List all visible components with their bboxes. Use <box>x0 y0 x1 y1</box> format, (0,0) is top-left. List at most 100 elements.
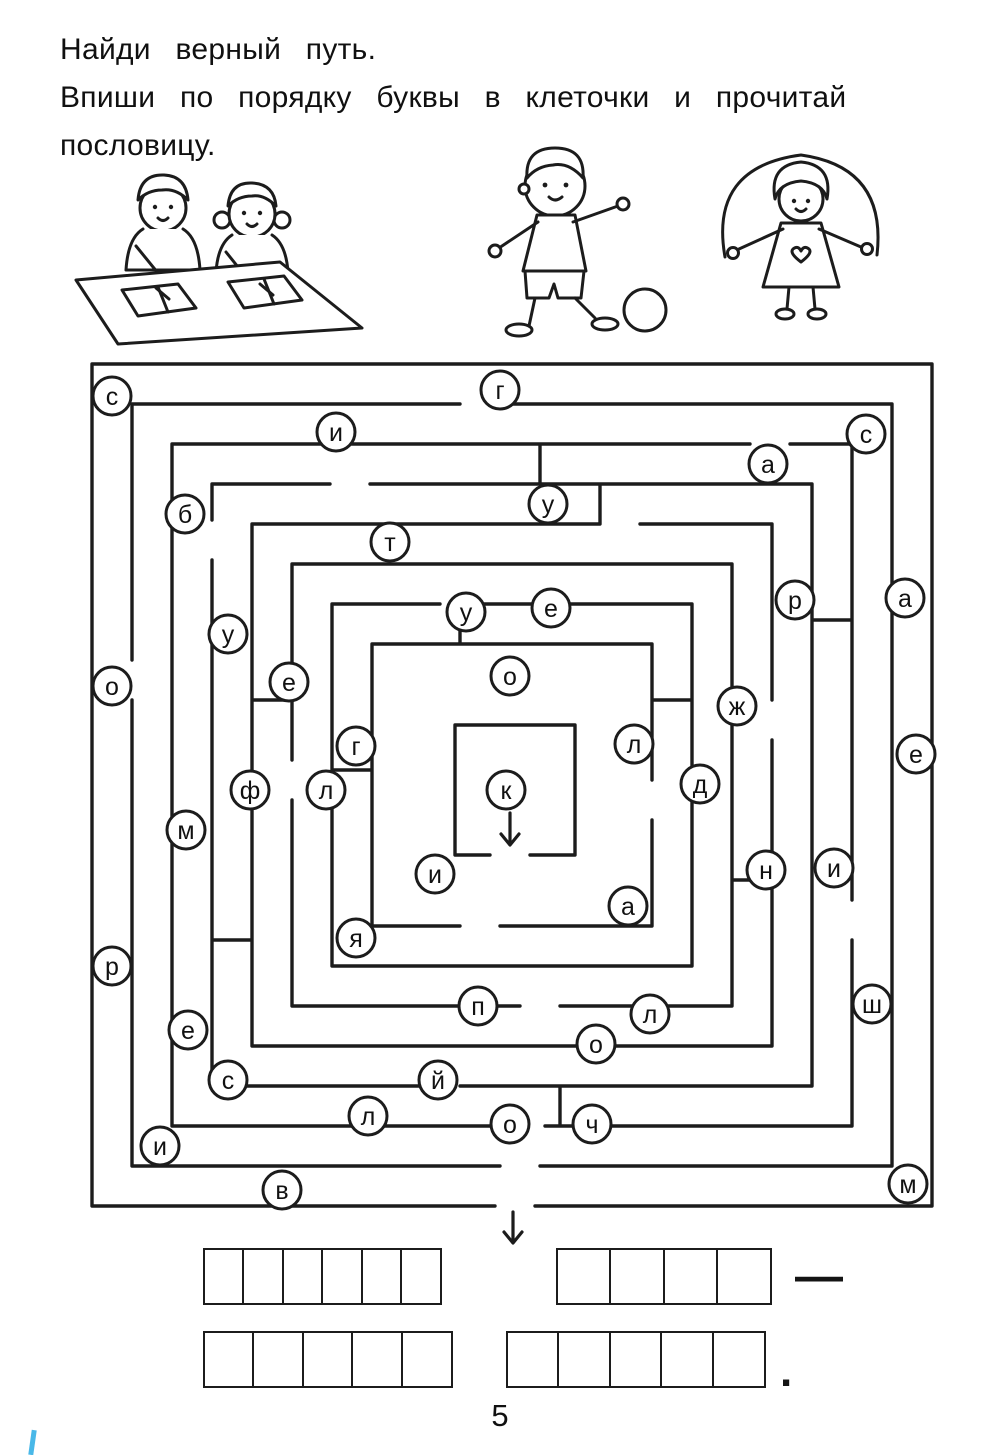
maze-letter: у <box>207 613 249 655</box>
maze-letter: м <box>165 809 207 851</box>
maze-letter: ч <box>571 1103 613 1145</box>
maze-letter: д <box>679 763 721 805</box>
svg-text:е: е <box>544 595 558 623</box>
boy2-shoe-left <box>504 322 534 338</box>
illustration-girl-jumping-rope <box>705 145 900 335</box>
answer-cell[interactable] <box>400 1331 453 1388</box>
instructions: Найди верный путь. Впиши по порядку букв… <box>60 26 960 170</box>
illustration-boy-with-ball <box>455 138 680 353</box>
svg-text:ж: ж <box>729 693 746 721</box>
maze-letter: я <box>335 917 377 959</box>
book-right <box>226 274 304 310</box>
maze-letter: о <box>489 655 531 697</box>
maze-letter: ш <box>851 983 893 1025</box>
maze-letter: с <box>91 375 133 417</box>
maze-letter: л <box>347 1095 389 1137</box>
maze-letter: в <box>261 1169 303 1211</box>
answer-cell[interactable] <box>242 1248 284 1305</box>
maze-letter: е <box>167 1009 209 1051</box>
answer-cell[interactable] <box>609 1248 665 1305</box>
maze-letter: ж <box>716 685 758 727</box>
svg-text:г: г <box>351 733 360 761</box>
maze-letter: и <box>315 411 357 453</box>
answer-cell[interactable] <box>505 1331 560 1388</box>
answer-cell[interactable] <box>202 1331 255 1388</box>
maze-letter: б <box>164 493 206 535</box>
svg-text:н: н <box>759 857 773 885</box>
svg-text:а: а <box>898 585 912 613</box>
sentence-period: . <box>780 1347 793 1397</box>
svg-text:с: с <box>222 1067 235 1095</box>
maze-start-arrow-icon <box>499 811 521 847</box>
maze-letter: а <box>884 577 926 619</box>
heart-icon <box>790 245 812 264</box>
maze-letter: г <box>335 725 377 767</box>
svg-text:а: а <box>761 451 775 479</box>
maze-letter: а <box>607 885 649 927</box>
girl2-shoe-left <box>774 307 796 321</box>
svg-text:ш: ш <box>862 991 882 1019</box>
maze-letter: р <box>91 945 133 987</box>
answer-cell[interactable] <box>252 1331 304 1388</box>
svg-text:л: л <box>627 731 642 759</box>
svg-text:м: м <box>177 817 194 845</box>
svg-text:и: и <box>153 1133 167 1161</box>
girl2-hand-right <box>860 242 874 256</box>
maze-letter: и <box>813 847 855 889</box>
svg-text:я: я <box>349 925 363 953</box>
answer-cell[interactable] <box>351 1331 403 1388</box>
svg-text:и: и <box>428 861 442 889</box>
answer-cell[interactable] <box>360 1248 403 1305</box>
svg-text:у: у <box>460 599 473 627</box>
jump-rope <box>721 153 880 259</box>
maze-letter: с <box>845 413 887 455</box>
girl2-hair <box>772 160 830 201</box>
page-number: 5 <box>491 1398 509 1433</box>
answer-cell-group-2 <box>555 1248 772 1305</box>
answer-cell[interactable] <box>202 1248 245 1305</box>
maze-letter: у <box>527 483 569 525</box>
answer-cell[interactable] <box>555 1248 612 1305</box>
svg-text:у: у <box>222 621 235 649</box>
maze-letter: о <box>489 1103 531 1145</box>
boy2-hand-left <box>487 243 503 259</box>
maze-start-letter: к <box>485 769 527 811</box>
answer-cell[interactable] <box>660 1331 714 1388</box>
maze-exit-arrow-icon <box>502 1210 524 1245</box>
answer-cell[interactable] <box>301 1331 354 1388</box>
boy2-ear <box>517 182 531 196</box>
svg-text:о: о <box>589 1031 603 1059</box>
svg-text:к: к <box>501 777 513 805</box>
answer-cell[interactable] <box>608 1331 663 1388</box>
boy2-hair <box>525 146 585 180</box>
answer-cell[interactable] <box>716 1248 772 1305</box>
svg-text:и: и <box>329 419 343 447</box>
maze-letter: р <box>774 579 816 621</box>
instruction-line-3: пословицу. <box>60 129 216 162</box>
girl2-shoe-right <box>806 307 828 321</box>
maze-letter: е <box>268 661 310 703</box>
svg-text:р: р <box>105 953 119 981</box>
maze-letter: л <box>613 723 655 765</box>
answer-cell[interactable] <box>281 1248 324 1305</box>
answer-cell[interactable] <box>321 1248 363 1305</box>
maze-letter: с <box>207 1059 249 1101</box>
maze-letter: п <box>457 985 499 1027</box>
ball <box>622 287 668 333</box>
maze-letter: у <box>445 591 487 633</box>
svg-text:р: р <box>788 587 802 615</box>
answer-cell[interactable] <box>557 1331 611 1388</box>
answer-cell[interactable] <box>662 1248 719 1305</box>
svg-text:м: м <box>899 1171 916 1199</box>
maze-letter: о <box>91 665 133 707</box>
svg-text:л: л <box>319 777 334 805</box>
illustration-children-writing <box>70 158 370 353</box>
answer-cell[interactable] <box>711 1331 766 1388</box>
maze-letter: а <box>747 443 789 485</box>
maze-letter: е <box>530 587 572 629</box>
answer-cell[interactable] <box>400 1248 442 1305</box>
svg-text:е: е <box>282 669 296 697</box>
answer-cell-group-1 <box>202 1248 442 1305</box>
boy2-shirt <box>521 213 588 273</box>
